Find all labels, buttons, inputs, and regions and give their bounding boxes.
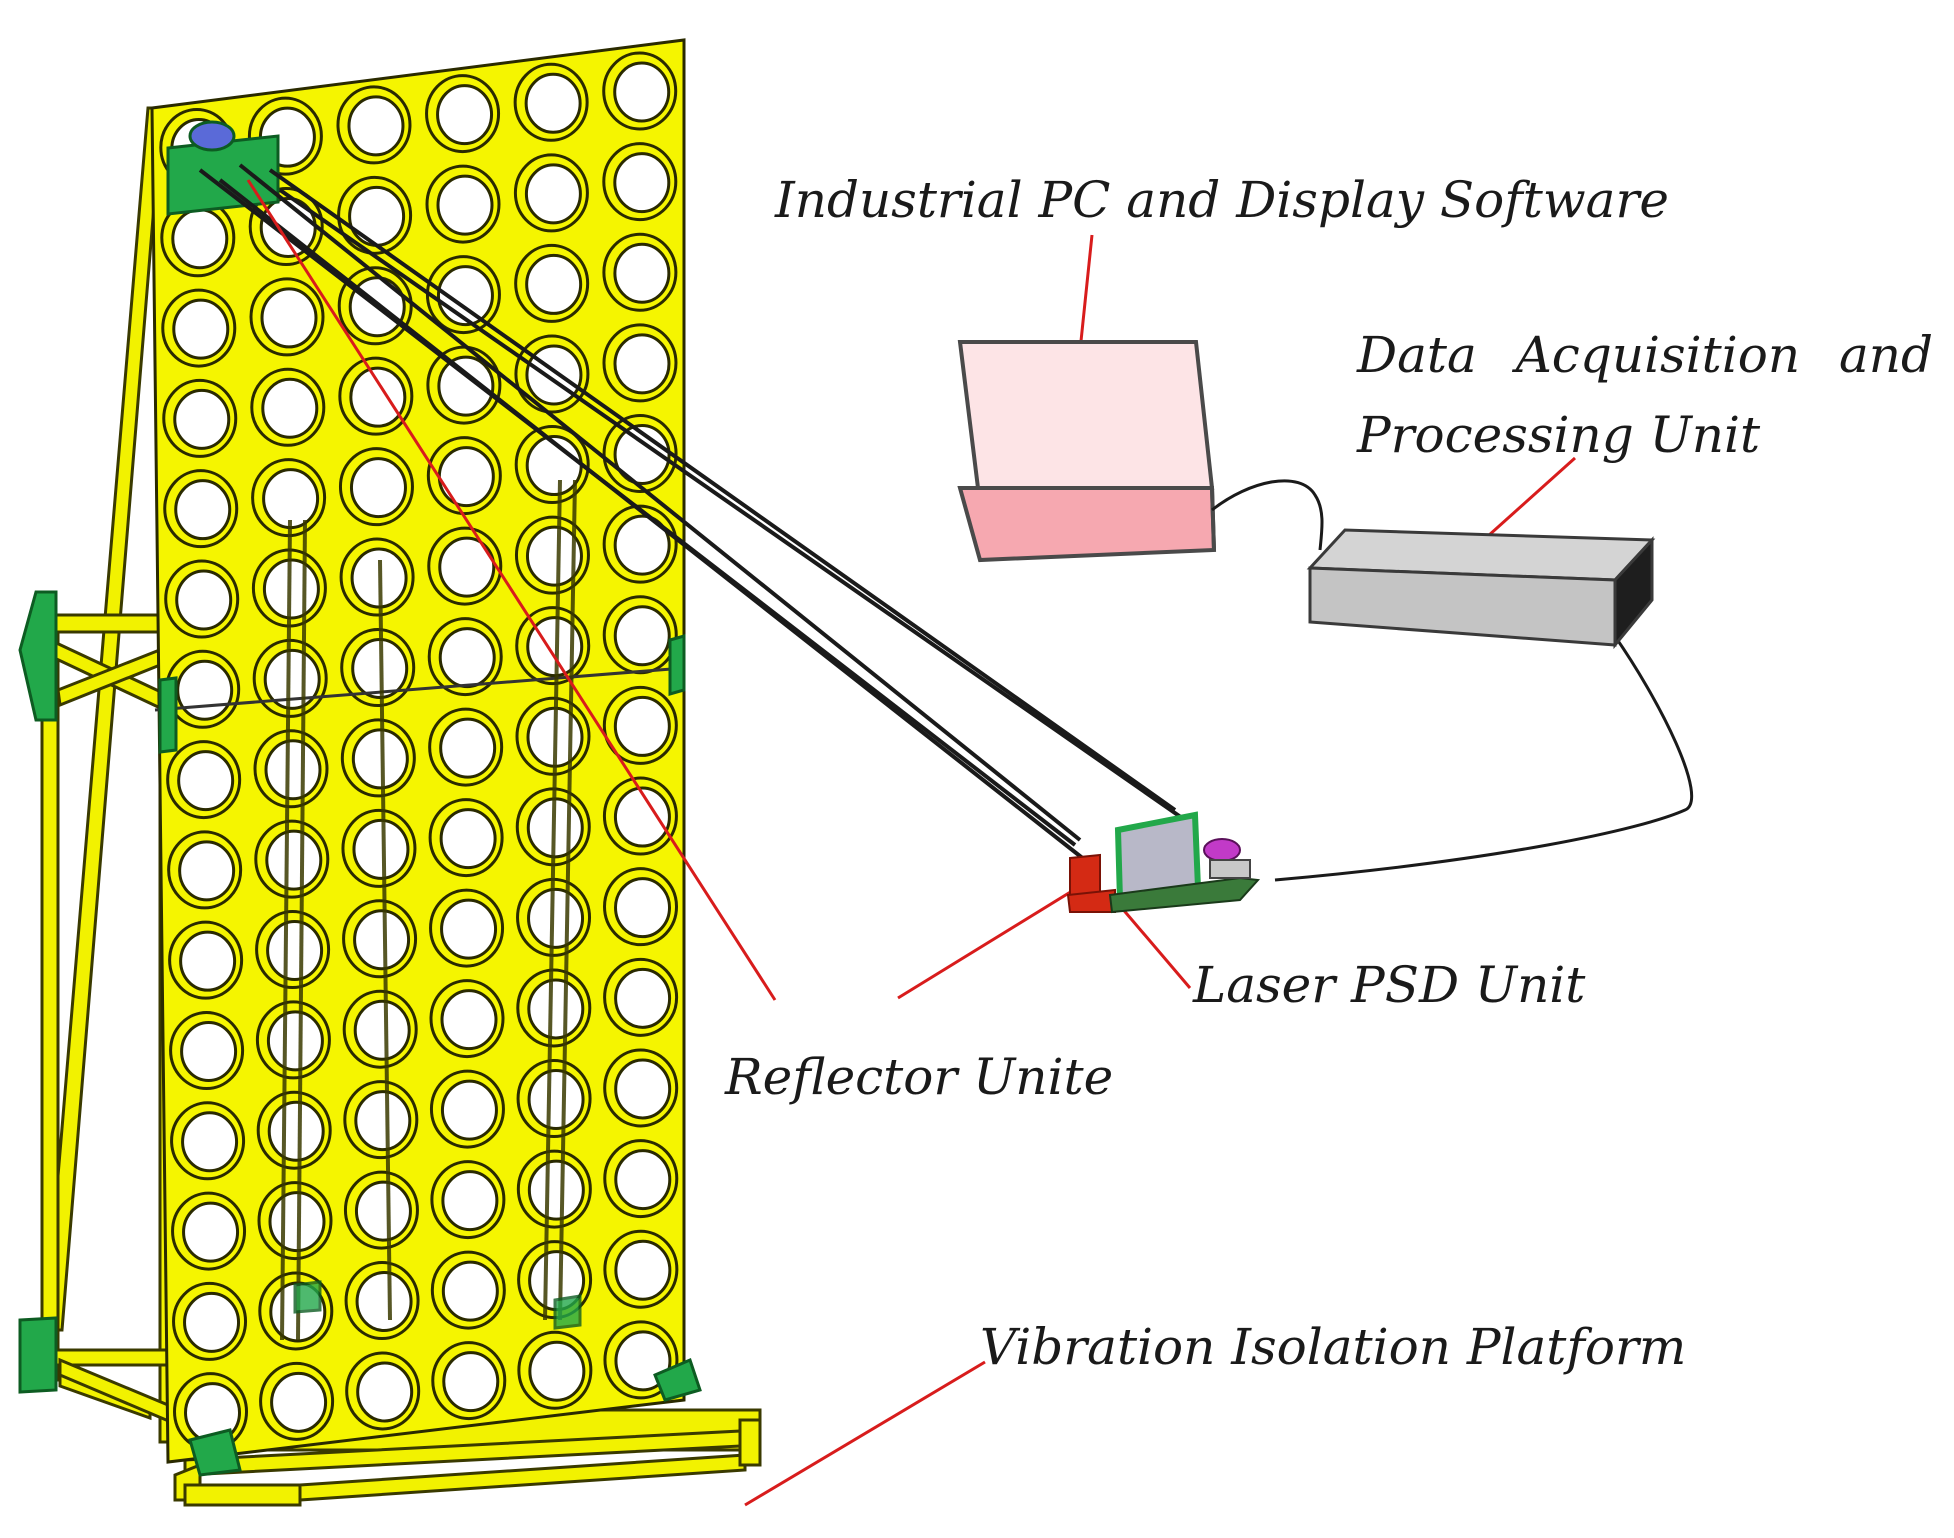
leader-lines <box>246 179 1577 1507</box>
panel-hole <box>613 333 671 395</box>
panel-hole <box>613 242 671 304</box>
panel-hole <box>525 525 583 587</box>
panel-hole <box>179 930 237 992</box>
panel-hole <box>613 605 671 667</box>
panel-hole <box>183 1291 241 1353</box>
panel-hole <box>353 999 411 1061</box>
panel-hole <box>436 174 494 236</box>
panel-hole <box>270 1371 328 1433</box>
panel-hole <box>614 1149 672 1211</box>
panel-hole <box>175 569 233 631</box>
panel-hole <box>348 185 406 247</box>
panel-hole <box>441 1260 499 1322</box>
label-reflector: Reflector Unite <box>725 1048 1114 1106</box>
panel-hole <box>614 1058 672 1120</box>
panel-hole <box>528 1340 586 1402</box>
panel-hole <box>265 829 323 891</box>
panel-hole <box>527 1159 585 1221</box>
panel-hole <box>182 1201 240 1263</box>
panel-hole <box>267 1100 325 1162</box>
panel-hole <box>439 717 497 779</box>
panel-hole <box>174 479 232 541</box>
panel-hole <box>527 1069 585 1131</box>
green-brackets <box>18 120 702 1477</box>
panel-hole <box>181 1111 239 1173</box>
panel-hole <box>173 388 231 450</box>
daq-box <box>1306 528 1656 650</box>
panel-hole <box>266 1010 324 1072</box>
panel-hole <box>176 659 234 721</box>
panel-hole <box>436 84 494 146</box>
label-daq-line1: Data Acquisition and <box>1357 330 1933 380</box>
laser-psd-unit <box>1066 811 1261 914</box>
panel-hole <box>439 808 497 870</box>
panel-hole <box>614 1239 672 1301</box>
panel-hole <box>438 627 496 689</box>
panel-hole <box>266 919 324 981</box>
panel-hole <box>614 967 672 1029</box>
panel-hole <box>438 536 496 598</box>
panel-hole <box>180 1020 238 1082</box>
panel-hole <box>351 728 409 790</box>
panel-hole <box>354 1090 412 1152</box>
panel-hole <box>440 989 498 1051</box>
panel-hole <box>349 366 407 428</box>
panel-hole <box>613 786 671 848</box>
panel-hole <box>524 163 582 225</box>
label-daq-word1: Data <box>1357 326 1477 384</box>
panel-hole <box>347 95 405 157</box>
panel-hole <box>260 287 318 349</box>
panel-hole <box>356 1361 414 1423</box>
panel-hole <box>613 152 671 214</box>
label-daq-word3: and <box>1838 326 1933 384</box>
panel-hole <box>178 840 236 902</box>
panel-hole <box>613 514 671 576</box>
panel-hole <box>171 208 229 270</box>
label-laser-psd: Laser PSD Unit <box>1193 956 1586 1014</box>
cables <box>1211 479 1694 882</box>
panel-hole <box>437 355 495 417</box>
label-industrial-pc: Industrial PC and Display Software <box>775 171 1669 229</box>
panel-hole <box>262 468 320 530</box>
panel-hole <box>353 909 411 971</box>
panel-hole <box>527 887 585 949</box>
panel-hole <box>354 1180 412 1242</box>
panel-hole <box>172 298 230 360</box>
panel-hole <box>525 253 583 315</box>
label-daq-word2: Acquisition <box>1515 326 1801 384</box>
inner-supports <box>280 479 577 1341</box>
laptop <box>957 340 1217 563</box>
panel-hole <box>527 978 585 1040</box>
label-daq-line2: Processing Unit <box>1357 406 1761 464</box>
reflector-panel <box>150 38 686 1464</box>
panel-hole <box>355 1271 413 1333</box>
panel-hole <box>524 72 582 134</box>
panel-hole <box>613 695 671 757</box>
panel-hole <box>437 446 495 508</box>
panel-hole <box>440 1079 498 1141</box>
panel-hole <box>177 750 235 812</box>
beam-lines <box>198 163 1187 862</box>
panel-holes <box>159 51 679 1452</box>
label-vibration-platform: Vibration Isolation Platform <box>980 1318 1687 1376</box>
panel-hole <box>442 1351 500 1413</box>
panel-hole <box>264 739 322 801</box>
panel-hole <box>440 898 498 960</box>
panel-hole <box>613 61 671 123</box>
panel-hole <box>352 818 410 880</box>
panel-hole <box>349 457 407 519</box>
panel-hole <box>261 377 319 439</box>
panel-hole <box>614 877 672 939</box>
panel-hole <box>441 1170 499 1232</box>
